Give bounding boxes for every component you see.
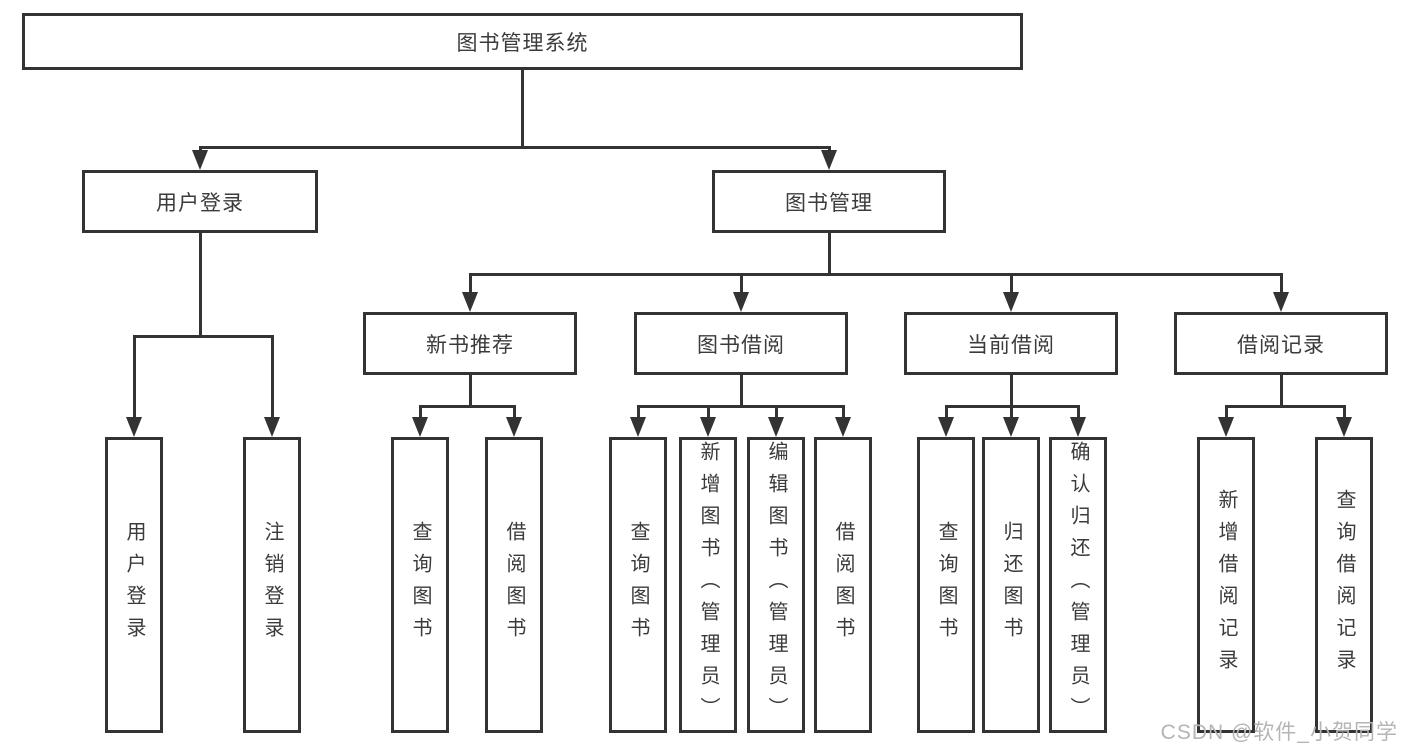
arrowhead-down-icon: [264, 417, 280, 437]
leaf-return-book-label: 归还图书: [1000, 521, 1022, 649]
connector-vline: [774, 405, 778, 419]
connector-vline: [1224, 405, 1228, 419]
arrowhead-down-icon: [768, 417, 784, 437]
node-system-root: 图书管理系统: [22, 13, 1023, 70]
arrowhead-down-icon: [412, 417, 428, 437]
leaf-user-login-label: 用户登录: [123, 521, 145, 649]
arrowhead-down-icon: [733, 292, 749, 312]
arrowhead-down-icon: [1273, 292, 1289, 312]
leaf-logout: 注销登录: [243, 437, 301, 733]
node-user-login: 用户登录: [82, 170, 318, 233]
arrowhead-down-icon: [1003, 292, 1019, 312]
leaf-query-books-borrowing-label: 查询图书: [627, 521, 649, 649]
connector-hline: [1224, 405, 1346, 408]
leaf-query-books-current: 查询图书: [917, 437, 975, 733]
arrowhead-down-icon: [821, 150, 837, 170]
leaf-add-book-admin: 新增图书（管理员）: [679, 437, 737, 733]
leaf-query-borrow-record-label: 查询借阅记录: [1333, 489, 1355, 681]
leaf-borrow-books-recommend: 借阅图书: [485, 437, 543, 733]
leaf-edit-book-admin-label: 编辑图书（管理员）: [765, 441, 787, 729]
arrowhead-down-icon: [1336, 417, 1352, 437]
connector-vline: [1342, 405, 1346, 419]
node-system-root-label: 图书管理系统: [456, 31, 589, 55]
connector-vline: [739, 273, 743, 297]
node-book-management-label: 图书管理: [785, 191, 873, 215]
connector-hline: [468, 273, 1283, 276]
arrowhead-down-icon: [462, 292, 478, 312]
node-current-borrowing: 当前借阅: [904, 312, 1118, 375]
node-new-book-recommend-label: 新书推荐: [426, 333, 514, 357]
arrowhead-down-icon: [192, 150, 208, 170]
node-new-book-recommend: 新书推荐: [363, 312, 577, 375]
connector-vline: [636, 405, 640, 419]
connector-vline: [520, 69, 524, 146]
connector-hline: [418, 405, 516, 408]
connector-vline: [132, 335, 136, 419]
connector-vline: [1009, 405, 1013, 419]
leaf-add-borrow-record-label: 新增借阅记录: [1215, 489, 1237, 681]
connector-vline: [1076, 405, 1080, 419]
leaf-logout-label: 注销登录: [261, 521, 283, 649]
connector-vline: [512, 405, 516, 419]
connector-vline: [270, 335, 274, 419]
connector-vline: [418, 405, 422, 419]
connector-vline: [1279, 374, 1283, 407]
leaf-user-login: 用户登录: [105, 437, 163, 733]
connector-vline: [468, 273, 472, 297]
leaf-query-books-current-label: 查询图书: [935, 521, 957, 649]
leaf-query-books-borrowing: 查询图书: [609, 437, 667, 733]
connector-vline: [739, 374, 743, 407]
node-current-borrowing-label: 当前借阅: [967, 333, 1055, 357]
leaf-add-borrow-record: 新增借阅记录: [1197, 437, 1255, 733]
csdn-watermark: CSDN @软件_小贺同学: [1160, 721, 1398, 744]
arrowhead-down-icon: [630, 417, 646, 437]
arrowhead-down-icon: [126, 417, 142, 437]
arrowhead-down-icon: [700, 417, 716, 437]
connector-vline: [841, 405, 845, 419]
connector-hline: [636, 405, 845, 408]
connector-vline: [944, 405, 948, 419]
arrowhead-down-icon: [1218, 417, 1234, 437]
leaf-add-book-admin-label: 新增图书（管理员）: [697, 441, 719, 729]
leaf-confirm-return-admin: 确认归还（管理员）: [1049, 437, 1107, 733]
arrowhead-down-icon: [1003, 417, 1019, 437]
leaf-edit-book-admin: 编辑图书（管理员）: [747, 437, 805, 733]
leaf-query-borrow-record: 查询借阅记录: [1315, 437, 1373, 733]
leaf-query-books-recommend-label: 查询图书: [409, 521, 431, 649]
node-user-login-label: 用户登录: [156, 191, 244, 215]
connector-hline: [132, 335, 274, 338]
arrowhead-down-icon: [835, 417, 851, 437]
connector-vline: [1009, 374, 1013, 407]
leaf-borrow-books-recommend-label: 借阅图书: [503, 521, 525, 649]
leaf-query-books-recommend: 查询图书: [391, 437, 449, 733]
leaf-return-book: 归还图书: [982, 437, 1040, 733]
connector-vline: [468, 374, 472, 407]
node-book-borrowing-label: 图书借阅: [697, 333, 785, 357]
connector-vline: [198, 232, 202, 336]
leaf-borrow-books-borrowing: 借阅图书: [814, 437, 872, 733]
connector-vline: [1279, 273, 1283, 297]
arrowhead-down-icon: [506, 417, 522, 437]
node-borrowing-records-label: 借阅记录: [1237, 333, 1325, 357]
connector-hline: [198, 146, 831, 149]
arrowhead-down-icon: [1070, 417, 1086, 437]
connector-vline: [827, 232, 831, 275]
node-book-management: 图书管理: [712, 170, 946, 233]
leaf-confirm-return-admin-label: 确认归还（管理员）: [1067, 441, 1089, 729]
connector-vline: [1009, 273, 1013, 297]
arrowhead-down-icon: [938, 417, 954, 437]
connector-vline: [706, 405, 710, 419]
node-book-borrowing: 图书借阅: [634, 312, 848, 375]
leaf-borrow-books-borrowing-label: 借阅图书: [832, 521, 854, 649]
node-borrowing-records: 借阅记录: [1174, 312, 1388, 375]
